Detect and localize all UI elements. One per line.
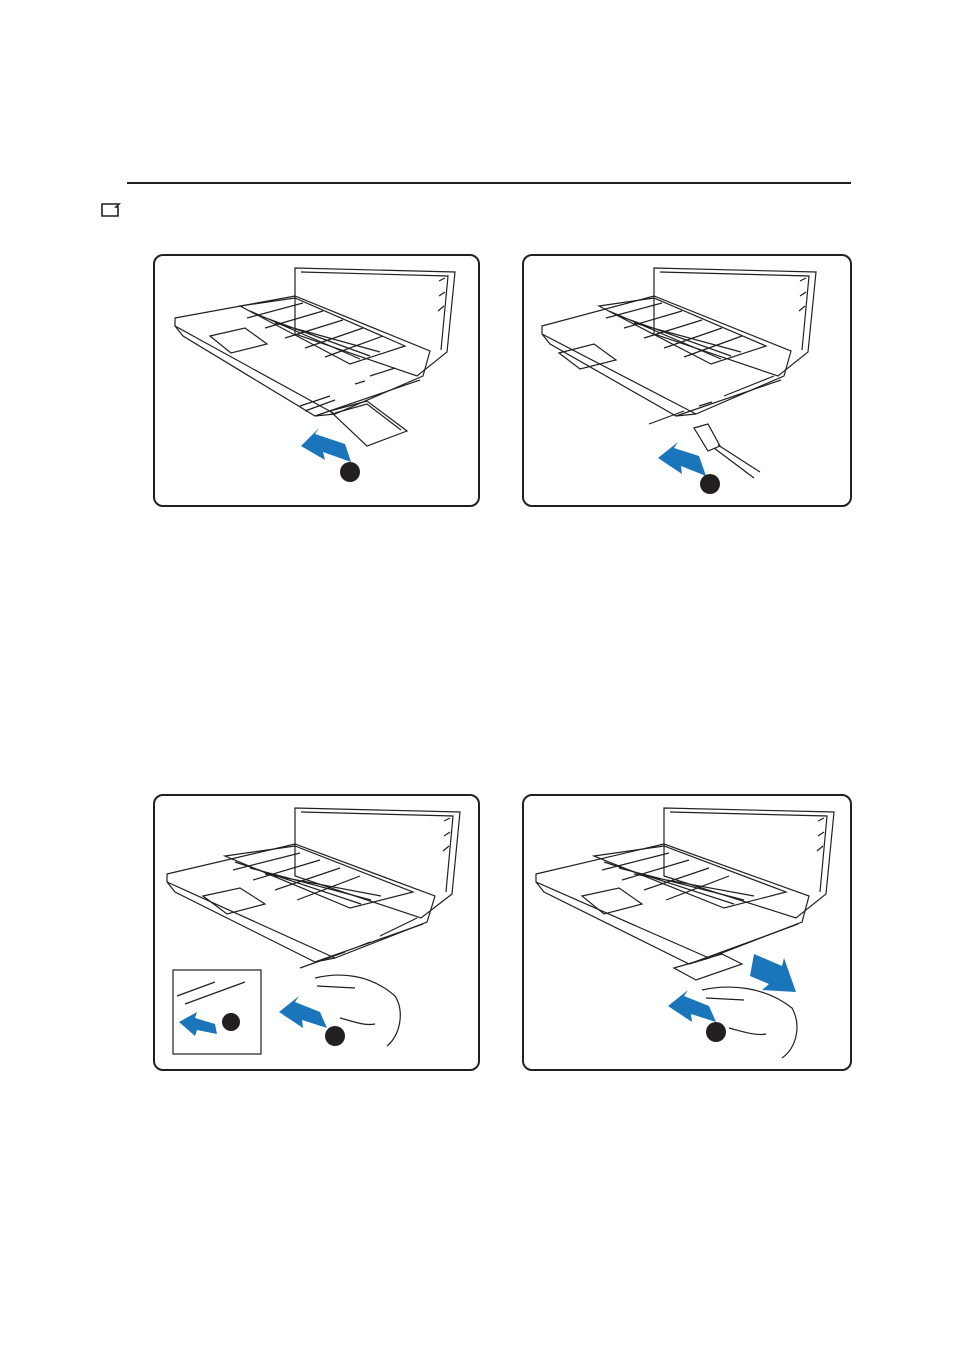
pc-card-slot-icon: [101, 202, 121, 218]
laptop-illustration: [524, 256, 852, 507]
figure-insert-card: [153, 254, 480, 507]
laptop-illustration: [524, 796, 852, 1071]
push-arrow: [668, 990, 716, 1022]
step-badge: [340, 462, 360, 482]
figure-connect-cable: [522, 254, 852, 507]
header-rule: [127, 182, 851, 184]
step-badge: [222, 1013, 240, 1031]
figure-remove-card: [522, 794, 852, 1071]
laptop-illustration: [155, 796, 480, 1071]
push-arrow: [279, 996, 327, 1028]
laptop-illustration: [155, 256, 480, 507]
insert-arrow: [301, 428, 351, 462]
insert-arrow: [658, 442, 706, 476]
step-badge: [706, 1022, 726, 1042]
step-badge: [325, 1026, 345, 1046]
figure-press-eject: [153, 794, 480, 1071]
eject-arrow: [179, 1012, 217, 1036]
pull-arrow: [750, 954, 796, 992]
step-badge: [700, 474, 720, 494]
